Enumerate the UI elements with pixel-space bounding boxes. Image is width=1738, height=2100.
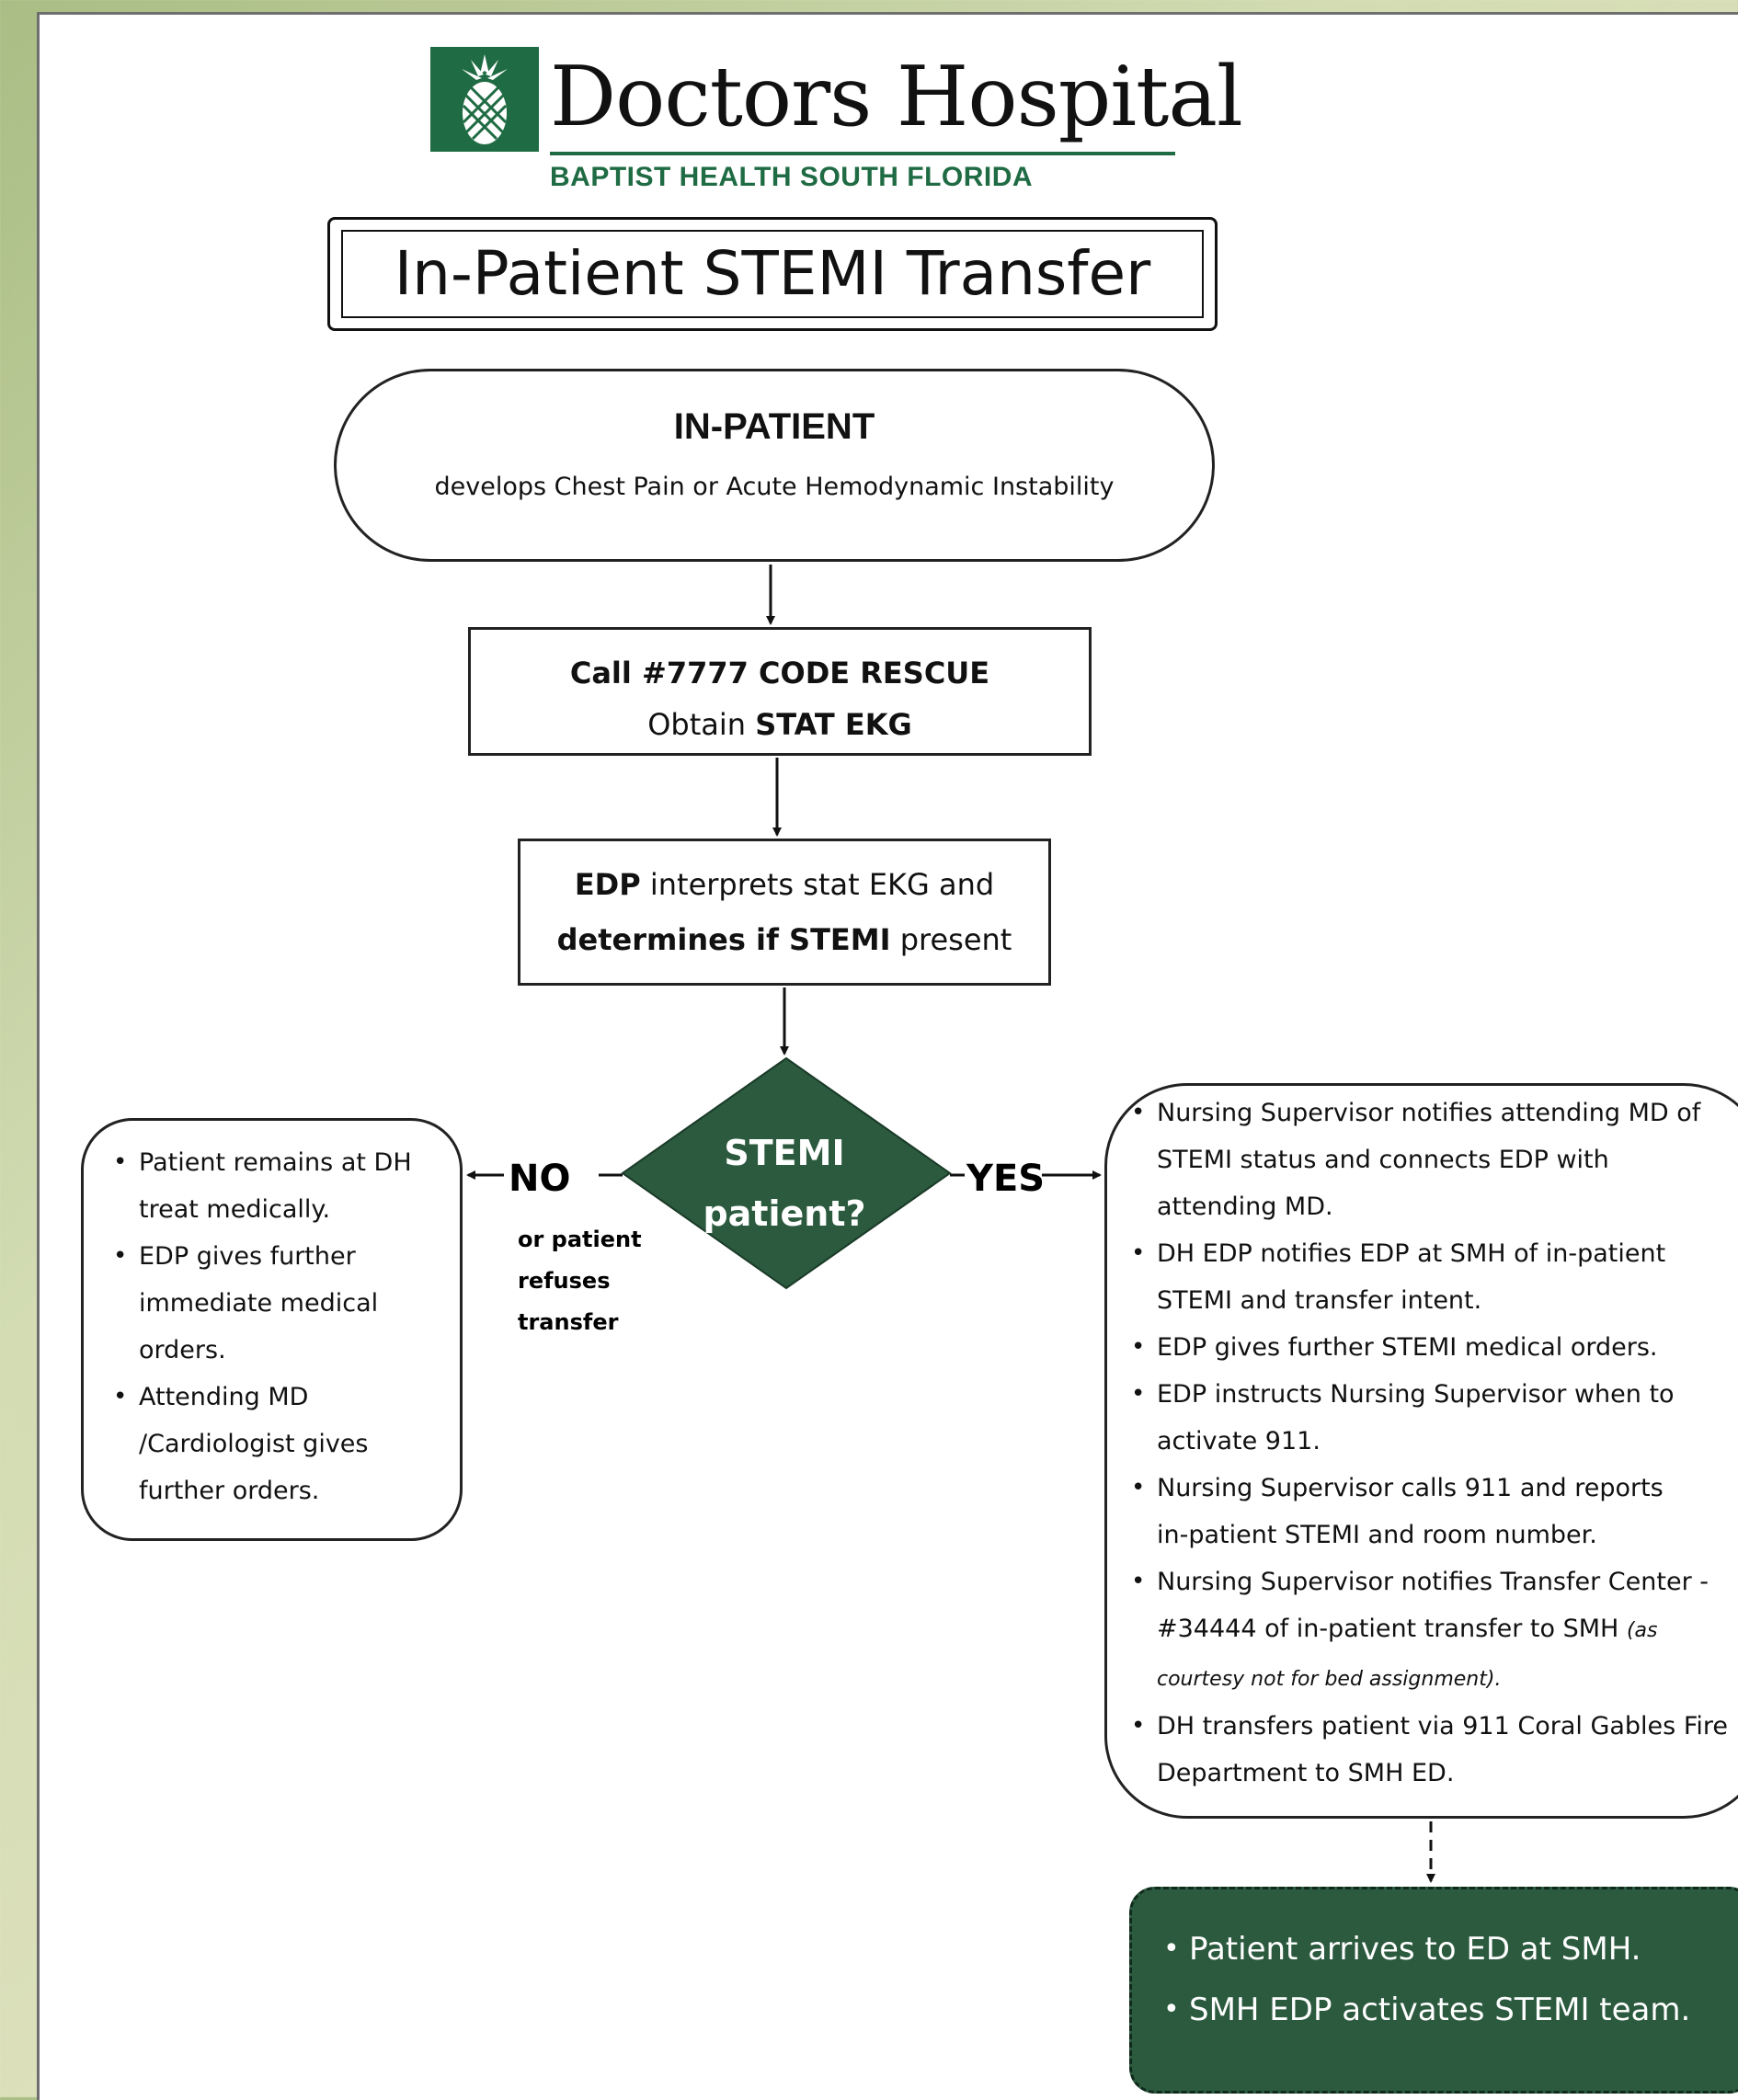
list-item: EDP gives further immediate medical orde… <box>109 1233 450 1374</box>
yes-outcome-line: attending MD. <box>1127 1183 1738 1230</box>
start-node-title: IN-PATIENT <box>673 406 875 447</box>
edp-line-1: EDP interprets stat EKG and <box>520 867 1048 902</box>
yes-outcome-line: Nursing Supervisor notifies attending MD… <box>1127 1090 1738 1136</box>
smh-arrival-box: Patient arrives to ED at SMH. SMH EDP ac… <box>1129 1887 1738 2094</box>
yes-outcome-line: STEMI status and connects EDP with <box>1127 1136 1738 1183</box>
stat-ekg-line: Obtain STAT EKG <box>471 707 1089 742</box>
start-node: IN-PATIENT develops Chest Pain or Acute … <box>334 369 1215 562</box>
yes-outcome-line: STEMI and transfer intent. <box>1127 1277 1738 1324</box>
edp-line-2: determines if STEMI present <box>520 922 1048 957</box>
no-condition-line: or patient <box>518 1227 642 1252</box>
no-branch-label: NO <box>509 1158 571 1200</box>
yes-outcome-line: DH EDP notifies EDP at SMH of in-patient <box>1127 1230 1738 1277</box>
yes-outcome-line: courtesy not for bed assignment). <box>1127 1654 1738 1703</box>
decision-line-1: STEMI <box>724 1133 845 1173</box>
flowchart-page: Doctors Hospital BAPTIST HEALTH SOUTH FL… <box>37 12 1738 2100</box>
determines-emphasis: determines if STEMI <box>556 922 891 957</box>
no-branch-condition: or patient refuses transfer <box>518 1219 642 1343</box>
page-title: In-Patient STEMI Transfer <box>394 238 1151 309</box>
yes-outcome-text: #34444 of in-patient transfer to SMH <box>1157 1615 1627 1643</box>
yes-outcome-line: Nursing Supervisor calls 911 and reports <box>1127 1465 1738 1512</box>
no-outcome-box: Patient remains at DH treat medically. E… <box>81 1118 463 1541</box>
edp-interpret-step: EDP interprets stat EKG and determines i… <box>518 839 1051 986</box>
yes-outcome-text: EDP instructs Nursing Supervisor when to <box>1157 1380 1675 1409</box>
yes-outcome-line: Nursing Supervisor notifies Transfer Cen… <box>1127 1558 1738 1605</box>
yes-outcome-line: DH transfers patient via 911 Coral Gable… <box>1127 1703 1738 1750</box>
list-item: Attending MD /Cardiologist gives further… <box>109 1374 450 1514</box>
list-item: Patient remains at DH treat medically. <box>109 1139 450 1233</box>
yes-outcome-text: DH transfers patient via 911 Coral Gable… <box>1157 1712 1728 1740</box>
yes-outcome-note: courtesy not for bed assignment). <box>1157 1668 1502 1691</box>
code-rescue-line: Call #7777 CODE RESCUE <box>569 656 990 690</box>
list-item: Patient arrives to ED at SMH. <box>1160 1919 1690 1980</box>
yes-outcome-text: STEMI and transfer intent. <box>1157 1286 1482 1315</box>
yes-outcome-line: #34444 of in-patient transfer to SMH (as <box>1127 1605 1738 1654</box>
hospital-name: Doctors Hospital <box>550 49 1243 145</box>
stat-ekg-emphasis: STAT EKG <box>755 707 912 742</box>
logo-divider <box>550 152 1175 155</box>
decision-line-2: patient? <box>703 1193 866 1234</box>
stat-ekg-prefix: Obtain <box>647 707 756 742</box>
yes-outcome-text: attending MD. <box>1157 1193 1333 1221</box>
yes-outcome-line: in-patient STEMI and room number. <box>1127 1512 1738 1558</box>
smh-arrival-list: Patient arrives to ED at SMH. SMH EDP ac… <box>1160 1919 1690 2040</box>
yes-outcome-text: STEMI status and connects EDP with <box>1157 1146 1609 1174</box>
edp-emphasis: EDP <box>574 867 641 902</box>
yes-outcome-text: Nursing Supervisor calls 911 and reports <box>1157 1474 1664 1502</box>
pineapple-logo-icon <box>430 47 539 152</box>
start-node-subtitle: develops Chest Pain or Acute Hemodynamic… <box>434 473 1115 501</box>
yes-outcome-note: (as <box>1626 1619 1658 1642</box>
yes-outcome-text: activate 911. <box>1157 1427 1321 1455</box>
edp-line-1-text: interprets stat EKG and <box>640 867 995 902</box>
title-plaque <box>341 230 1204 318</box>
yes-outcome-text: DH EDP notifies EDP at SMH of in-patient <box>1157 1239 1666 1268</box>
yes-branch-label: YES <box>966 1158 1046 1200</box>
decision-diamond <box>621 1056 952 1290</box>
connector-arrows <box>466 565 1435 1883</box>
list-item: SMH EDP activates STEMI team. <box>1160 1980 1690 2040</box>
decision-label: STEMI patient? <box>683 1123 886 1244</box>
no-condition-line: refuses <box>518 1268 611 1294</box>
yes-outcome-text: Nursing Supervisor notifies Transfer Cen… <box>1157 1568 1709 1596</box>
yes-outcome-line: activate 911. <box>1127 1418 1738 1465</box>
yes-outcome-list: Nursing Supervisor notifies attending MD… <box>1127 1090 1738 1797</box>
yes-outcome-line: EDP instructs Nursing Supervisor when to <box>1127 1371 1738 1418</box>
yes-outcome-line: Department to SMH ED. <box>1127 1750 1738 1797</box>
no-outcome-list: Patient remains at DH treat medically. E… <box>109 1139 450 1514</box>
yes-outcome-box: Nursing Supervisor notifies attending MD… <box>1104 1083 1738 1819</box>
hospital-subtitle: BAPTIST HEALTH SOUTH FLORIDA <box>550 162 1034 192</box>
no-condition-line: transfer <box>518 1309 619 1335</box>
code-rescue-step: Call #7777 CODE RESCUE Obtain STAT EKG <box>468 627 1092 756</box>
yes-outcome-line: EDP gives further STEMI medical orders. <box>1127 1324 1738 1371</box>
edp-line-2-text: present <box>890 922 1012 957</box>
yes-outcome-text: Department to SMH ED. <box>1157 1759 1455 1787</box>
yes-outcome-text: EDP gives further STEMI medical orders. <box>1157 1333 1658 1362</box>
yes-outcome-text: in-patient STEMI and room number. <box>1157 1521 1597 1549</box>
yes-outcome-text: Nursing Supervisor notifies attending MD… <box>1157 1099 1701 1127</box>
